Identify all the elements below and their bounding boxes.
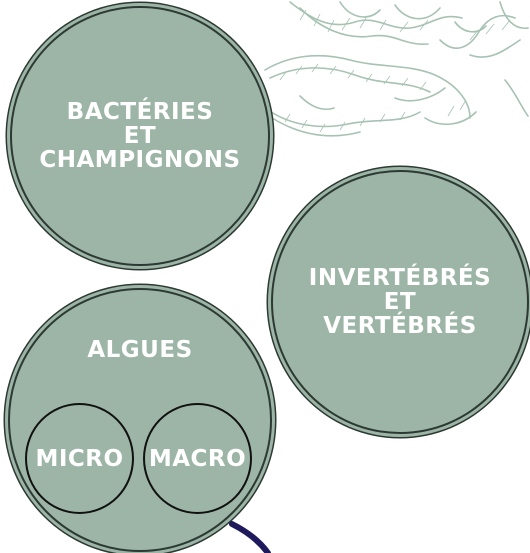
decorative-brush-stroke [0,0,530,553]
